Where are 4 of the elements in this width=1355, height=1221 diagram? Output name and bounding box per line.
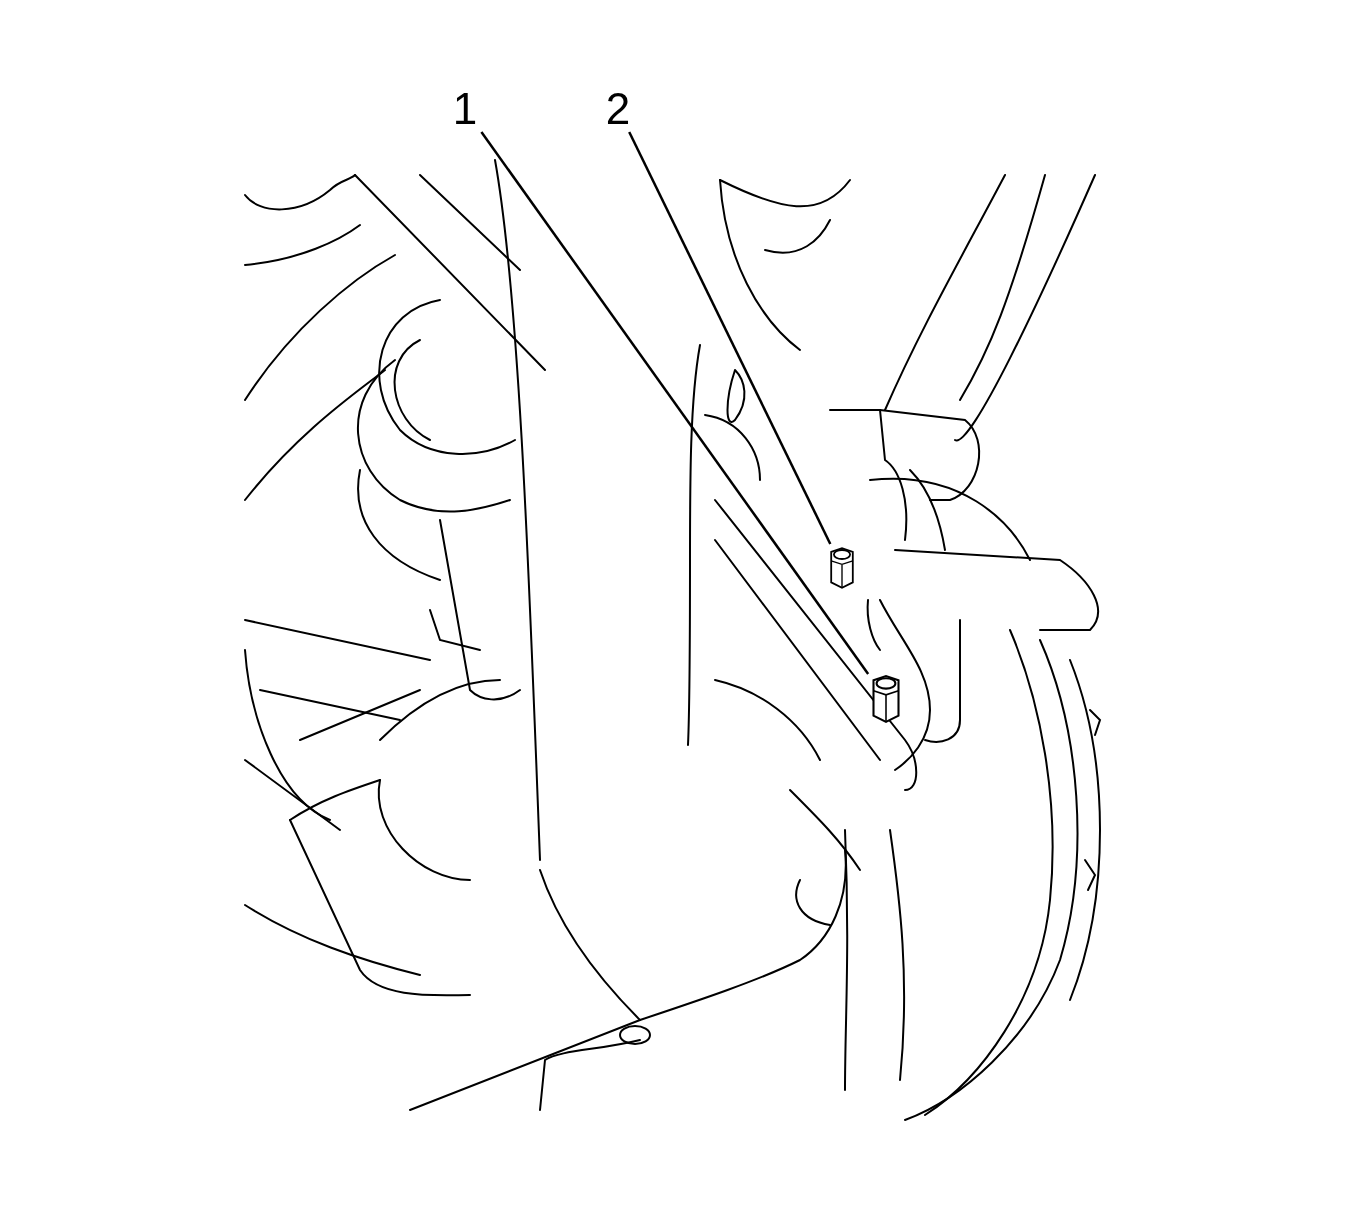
leader-line xyxy=(480,131,870,675)
callout-number: 2 xyxy=(605,87,631,131)
callout-number: 1 xyxy=(452,87,478,131)
leader-line xyxy=(628,131,832,545)
